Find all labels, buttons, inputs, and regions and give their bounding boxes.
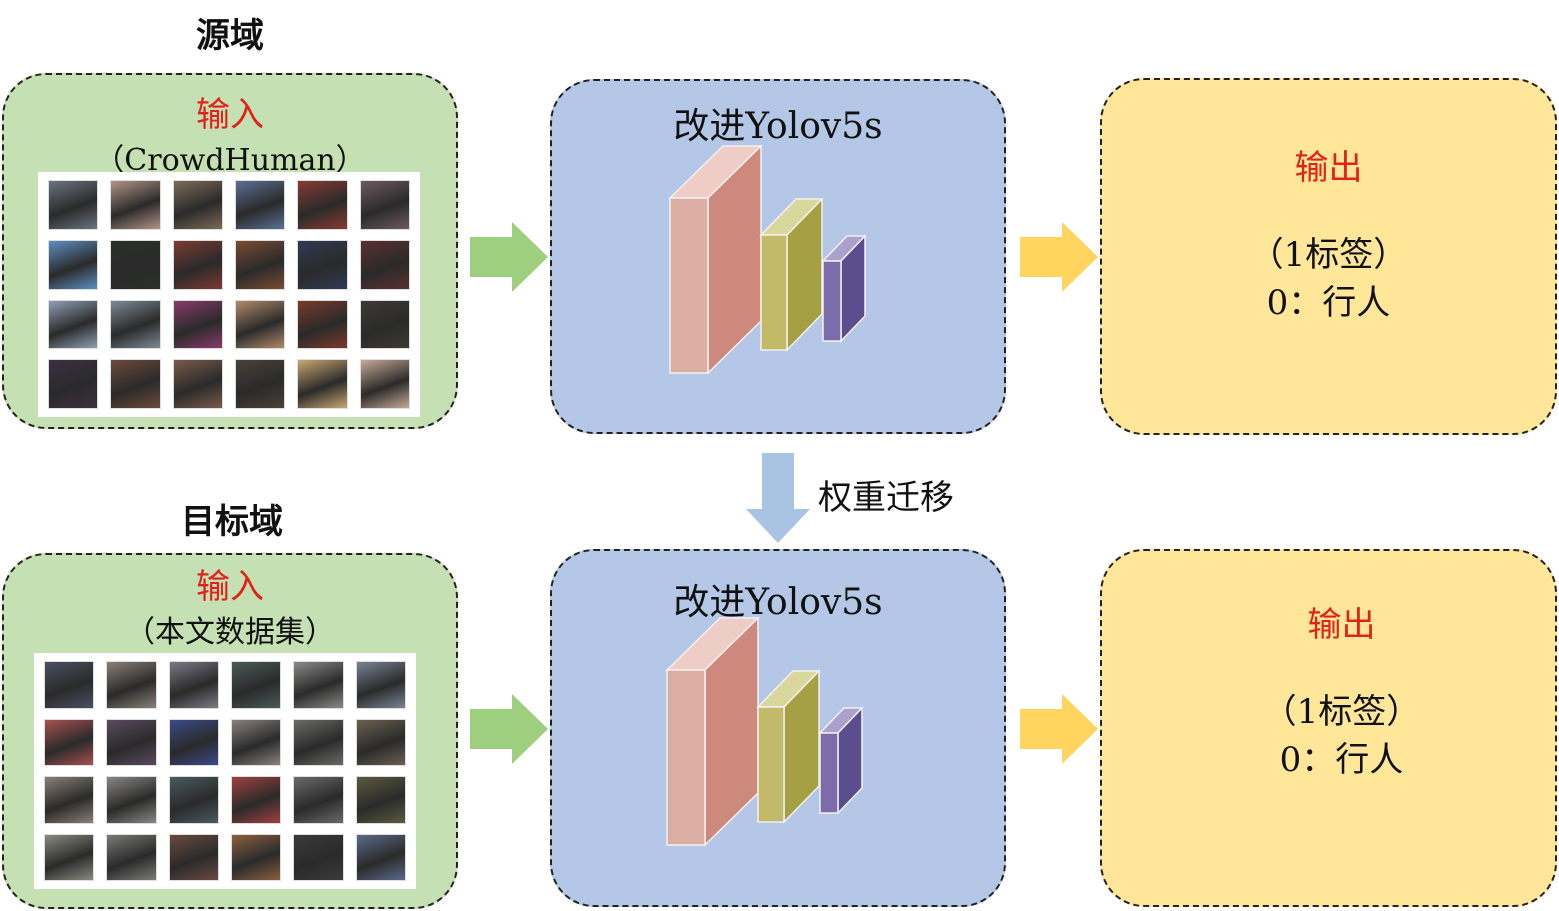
target-model-title: 改进Yolov5s [673,582,883,623]
dataset-thumbnail [293,661,344,709]
source-image-grid [38,172,420,417]
source-input-label: 输入 [196,95,264,135]
layer-block-3-front [819,732,839,814]
dataset-thumbnail [44,661,95,709]
target-output-classes-count: （1标签） [1262,692,1421,732]
dataset-thumbnail [230,661,282,709]
dataset-thumbnail [234,239,286,290]
target-output-box: 输出 （1标签） 0：行人 [1100,549,1557,907]
dataset-thumbnail [359,180,410,230]
dataset-thumbnail [48,359,99,409]
dataset-thumbnail [172,180,223,230]
dataset-thumbnail [359,359,410,409]
weight-transfer-arrow [746,453,810,543]
dataset-thumbnail [293,776,344,824]
source-input-box: 输入 （CrowdHuman） [2,73,458,429]
dataset-thumbnail [234,299,286,350]
dataset-thumbnail [44,833,95,881]
dataset-thumbnail [234,359,286,409]
source-output-class-line: 0：行人 [1266,283,1391,323]
dataset-thumbnail [297,299,348,350]
target-model-to-output-arrow [1020,694,1098,764]
target-output-label: 输出 [1307,605,1376,645]
dataset-thumbnail [168,776,219,824]
source-model-title: 改进Yolov5s [673,106,883,147]
target-model-layers-icon [665,617,864,847]
dataset-thumbnail [293,833,344,881]
layer-block-1-front [666,669,706,846]
dataset-thumbnail [234,180,286,230]
target-output-class-line: 0：行人 [1279,740,1404,780]
dataset-thumbnail [106,718,157,766]
layer-block-2-front [760,234,788,351]
dataset-thumbnail [168,833,219,881]
dataset-thumbnail [230,718,282,766]
target-input-box: 输入 （本文数据集） [2,553,458,909]
target-to-model-arrow [470,694,548,764]
weight-transfer-label: 权重迁移 [818,478,954,518]
source-model-to-output-arrow [1020,222,1098,292]
dataset-thumbnail [44,776,95,824]
dataset-thumbnail [48,299,99,350]
target-dataset-label: （本文数据集） [125,615,335,650]
layer-block-2-front [757,706,785,823]
dataset-thumbnail [172,239,223,290]
target-model-box: 改进Yolov5s [550,549,1006,907]
dataset-thumbnail [168,718,219,766]
dataset-thumbnail [230,776,282,824]
target-domain-title: 目标域 [181,502,283,542]
dataset-thumbnail [355,661,406,709]
source-to-model-arrow [470,222,548,292]
source-output-box: 输出 （1标签） 0：行人 [1100,78,1557,435]
layer-block-1-front [669,197,709,374]
dataset-thumbnail [48,180,99,230]
dataset-thumbnail [48,239,99,290]
dataset-thumbnail [172,359,223,409]
source-output-classes-count: （1标签） [1249,235,1408,275]
dataset-thumbnail [297,180,348,230]
layer-block-3-front [822,260,842,342]
dataset-thumbnail [106,833,157,881]
dataset-thumbnail [168,661,219,709]
source-output-label: 输出 [1294,148,1363,188]
target-input-label: 输入 [196,567,264,607]
dataset-thumbnail [172,299,223,350]
dataset-thumbnail [110,180,161,230]
dataset-thumbnail [359,239,410,290]
dataset-thumbnail [355,718,406,766]
source-model-box: 改进Yolov5s [550,79,1006,434]
dataset-thumbnail [110,299,161,350]
source-domain-title: 源域 [196,16,264,56]
dataset-thumbnail [297,359,348,409]
dataset-thumbnail [44,718,95,766]
dataset-thumbnail [293,718,344,766]
dataset-thumbnail [355,833,406,881]
dataset-thumbnail [110,239,161,290]
dataset-thumbnail [297,239,348,290]
dataset-thumbnail [110,359,161,409]
dataset-thumbnail [106,661,157,709]
dataset-thumbnail [359,299,410,350]
source-model-layers-icon [668,145,867,375]
dataset-thumbnail [230,833,282,881]
dataset-thumbnail [106,776,157,824]
dataset-thumbnail [355,776,406,824]
target-image-grid [34,653,416,889]
